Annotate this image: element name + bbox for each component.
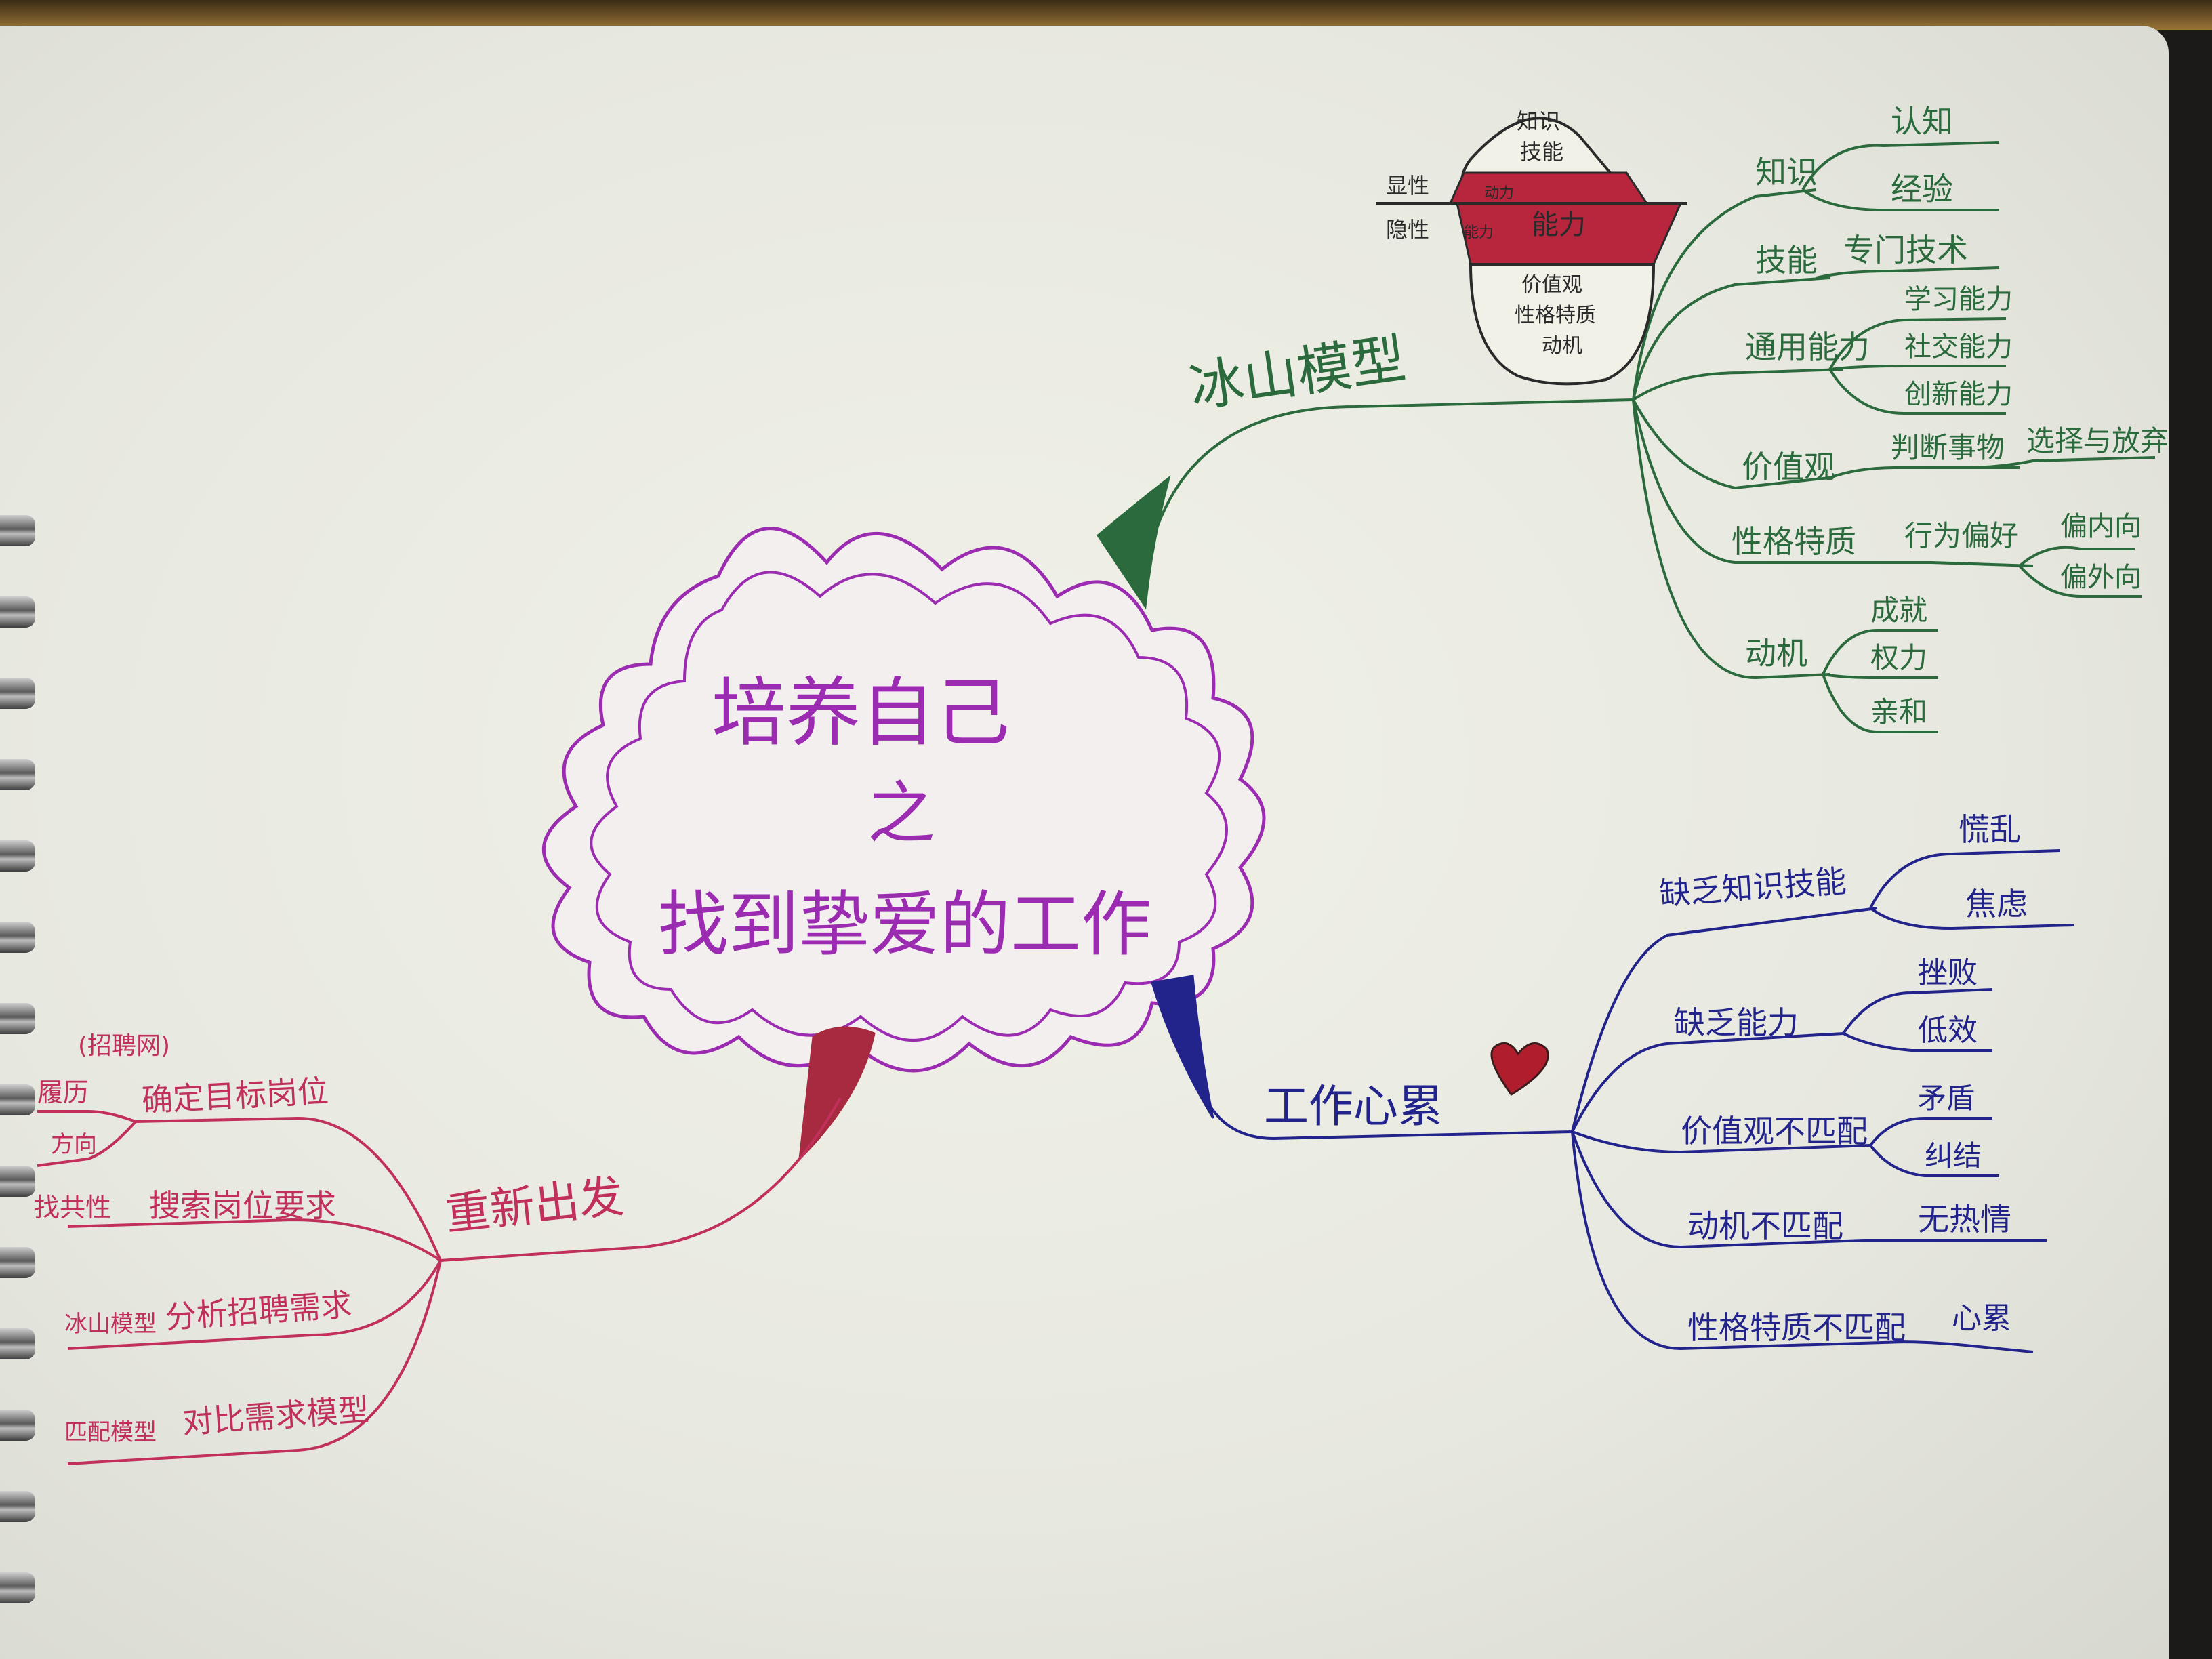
leaf-no-passion: 无热情	[1918, 1201, 2011, 1237]
leaf-extrovert: 偏外向	[2060, 562, 2142, 593]
central-burst-outer	[542, 527, 1266, 1073]
work-tired-branch	[1191, 849, 2074, 1353]
iceberg-icon: 知识 技能 显性 隐性 动力 能力 能力 价值观 性格特质 动机	[1376, 108, 1687, 386]
node-personality-mismatch: 性格特质不匹配	[1687, 1309, 1906, 1346]
node-values: 价值观	[1742, 449, 1835, 485]
leaf-cognition: 认知	[1891, 103, 1953, 140]
restart-labels: 重新出发 (招聘网) 履历 方向 确定目标岗位 找共性 搜索岗位要求 冰山模型 …	[34, 1032, 626, 1446]
spiral-binding-icon	[0, 0, 35, 1659]
central-burst-inner	[590, 571, 1228, 1042]
leaf-low-efficiency: 低效	[1918, 1013, 1978, 1048]
iceberg-tip-line2: 技能	[1520, 139, 1563, 165]
central-topic: 培养自己 之 找到挚爱的工作	[542, 527, 1266, 1073]
node-search-requirements: 搜索岗位要求	[149, 1187, 336, 1224]
leaf-introvert: 偏内向	[2060, 511, 2142, 542]
node-motivation: 动机	[1745, 635, 1807, 672]
prefix-direction: 方向	[51, 1131, 97, 1158]
leaf-innovation-ability: 创新能力	[1904, 379, 2013, 410]
iceberg-tip-line1: 知识	[1517, 108, 1560, 134]
prefix-iceberg-model: 冰山模型	[64, 1311, 157, 1338]
iceberg-band-main: 能力	[1532, 209, 1586, 241]
leaf-frustration: 挫败	[1918, 956, 1978, 990]
iceberg-band-small-left: 能力	[1464, 224, 1494, 241]
node-determine-target: 确定目标岗位	[141, 1073, 329, 1119]
leaf-panic: 慌乱	[1959, 811, 2021, 848]
central-title-line2: 之	[867, 774, 935, 853]
iceberg-bottom-line2: 性格特质	[1515, 304, 1596, 327]
iceberg-model-labels: 冰山模型 知识 认知 经验 技能 专门技术 通用能力 学习能力 社交能力 创新能…	[1186, 103, 2169, 729]
iceberg-implicit-label: 隐性	[1386, 217, 1429, 243]
iceberg-body	[1469, 263, 1656, 386]
restart-branch	[37, 1097, 842, 1465]
central-title-line1: 培养自己	[712, 670, 1010, 756]
iceberg-bottom-line3: 动机	[1542, 334, 1582, 358]
leaf-contradiction: 矛盾	[1918, 1082, 1975, 1115]
node-personality: 性格特质	[1732, 523, 1856, 560]
leaf-power: 权力	[1870, 641, 1927, 674]
background-table	[0, 0, 2212, 30]
pink-branch-wedge	[798, 1026, 876, 1162]
branch-title-restart: 重新出发	[443, 1170, 627, 1241]
node-lack-ability: 缺乏能力	[1674, 1004, 1799, 1041]
leaf-behavior-pref: 行为偏好	[1904, 519, 2018, 552]
central-title-line3: 找到挚爱的工作	[658, 883, 1151, 966]
node-lack-knowledge-skill: 缺乏知识技能	[1658, 863, 1847, 912]
prefix-find-common: 找共性	[34, 1193, 111, 1223]
node-values-mismatch: 价值观不匹配	[1681, 1113, 1868, 1149]
iceberg-band-small-top: 动力	[1484, 185, 1514, 202]
leaf-learning-ability: 学习能力	[1904, 284, 2013, 315]
iceberg-model-branch	[1151, 141, 2156, 733]
node-skill: 技能	[1755, 242, 1818, 279]
leaf-heart-tired: 心累	[1952, 1301, 2011, 1336]
leaf-anxiety: 焦虑	[1965, 886, 2028, 922]
work-tired-labels: 工作心累 缺乏知识技能 慌乱 焦虑 缺乏能力 挫败 低效 价值观不匹配 矛盾 纠…	[1264, 811, 2028, 1346]
iceberg-bottom-line1: 价值观	[1521, 273, 1582, 297]
prefix-resume: 履历	[37, 1078, 89, 1107]
iceberg-explicit-label: 显性	[1386, 173, 1429, 199]
node-analyze-demand: 分析招聘需求	[164, 1286, 353, 1336]
prefix-match-model: 匹配模型	[64, 1419, 157, 1446]
node-compare-model: 对比需求模型	[181, 1391, 370, 1441]
leaf-entanglement: 纠结	[1925, 1139, 1982, 1172]
node-general-ability: 通用能力	[1745, 329, 1870, 365]
leaf-experience: 经验	[1891, 171, 1953, 207]
leaf-social-ability: 社交能力	[1904, 331, 2013, 363]
leaf-judge-things: 判断事物	[1891, 431, 2005, 464]
restart-note-recruit-site: (招聘网)	[78, 1032, 170, 1060]
node-motivation-mismatch: 动机不匹配	[1687, 1208, 1843, 1244]
branch-title-work-tired: 工作心累	[1264, 1080, 1443, 1132]
heart-icon	[1490, 1042, 1549, 1097]
green-branch-wedge	[1097, 475, 1171, 610]
node-knowledge: 知识	[1755, 154, 1818, 190]
leaf-special-tech: 专门技术	[1843, 232, 1968, 268]
leaf-achievement: 成就	[1870, 594, 1927, 627]
leaf-choose-abandon: 选择与放弃	[2026, 424, 2169, 457]
leaf-affiliation: 亲和	[1870, 695, 1927, 729]
iceberg-red-band-upper	[1448, 171, 1649, 205]
